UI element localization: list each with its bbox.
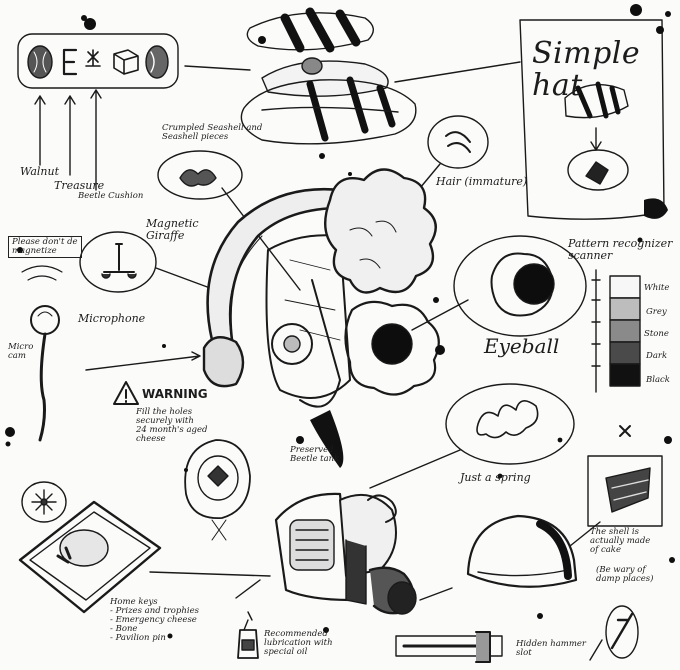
cube-icon	[113, 49, 139, 75]
home-keys-label: Home keys - Prizes and trophies - Emerge…	[110, 597, 199, 643]
walnut-icon	[145, 45, 169, 79]
hair-cloud	[324, 168, 437, 294]
micro-cam-label: Micro cam	[8, 342, 34, 361]
component-strip	[17, 33, 179, 191]
magnetic-giraffe-label: Magnetic Giraffe	[146, 217, 199, 242]
be-wary-label: (Be wary of damp places)	[596, 565, 654, 584]
scale-stone-label: Stone	[644, 329, 669, 339]
microphone	[21, 265, 63, 442]
walnut-label: Walnut	[20, 165, 60, 178]
scale-white-label: White	[644, 283, 670, 293]
walnut-icon	[27, 45, 53, 79]
shells-bubble	[157, 150, 243, 200]
scale-grey-label: Grey	[646, 307, 667, 317]
spring-label: Just a spring	[460, 471, 531, 484]
beetle-tank	[184, 439, 251, 541]
spring-bubble	[445, 383, 575, 465]
scale-black-label: Black	[646, 375, 670, 385]
cake-shell-frame	[569, 455, 663, 547]
scale-dark-label: Dark	[646, 351, 668, 361]
warning-label: WARNING	[142, 387, 208, 401]
ink-splatter	[5, 4, 675, 639]
flower-icon	[31, 489, 57, 515]
treasure-label: Treasure	[54, 179, 105, 192]
simple-hat-panel	[519, 19, 668, 220]
gear-machine	[274, 492, 417, 615]
hair-label: Hair (immature)	[436, 175, 528, 188]
eyeball-bubble	[453, 235, 587, 337]
treasure-icon	[62, 48, 78, 76]
hat-exploded	[240, 7, 417, 145]
beetle-cushion-icon	[85, 49, 101, 67]
please-dont-label: Please don't de magnetize	[8, 236, 82, 258]
oil-can	[237, 611, 259, 659]
giraffe-bubble	[79, 231, 157, 293]
title-label: Simple hat	[532, 36, 641, 103]
warning-icon	[113, 381, 139, 405]
eyeball-label: Eyeball	[484, 334, 560, 358]
pattern-scanner	[591, 269, 641, 437]
hat-dome	[419, 514, 578, 601]
microphone-label: Microphone	[78, 312, 146, 325]
warning-text: Fill the holes securely with 24 month's …	[136, 407, 208, 444]
recommended-label: Recommended lubrication with special oil	[264, 629, 333, 657]
crumpled-shells-label: Crumpled Seashell and Seashell pieces	[162, 123, 263, 142]
home-keys-tray	[18, 481, 162, 614]
beetle-cushion-label: Beetle Cushion	[78, 191, 144, 201]
preserved-beetle-label: Preserved Beetle tank	[290, 445, 340, 464]
shell-note-label: The shell is actually made of cake	[590, 527, 651, 555]
hidden-hammer-label: Hidden hammer slot	[516, 639, 586, 658]
hammer-icon	[395, 605, 639, 663]
hair-bubble	[427, 115, 489, 169]
pattern-scanner-label: Pattern recognizer scanner	[568, 237, 673, 262]
